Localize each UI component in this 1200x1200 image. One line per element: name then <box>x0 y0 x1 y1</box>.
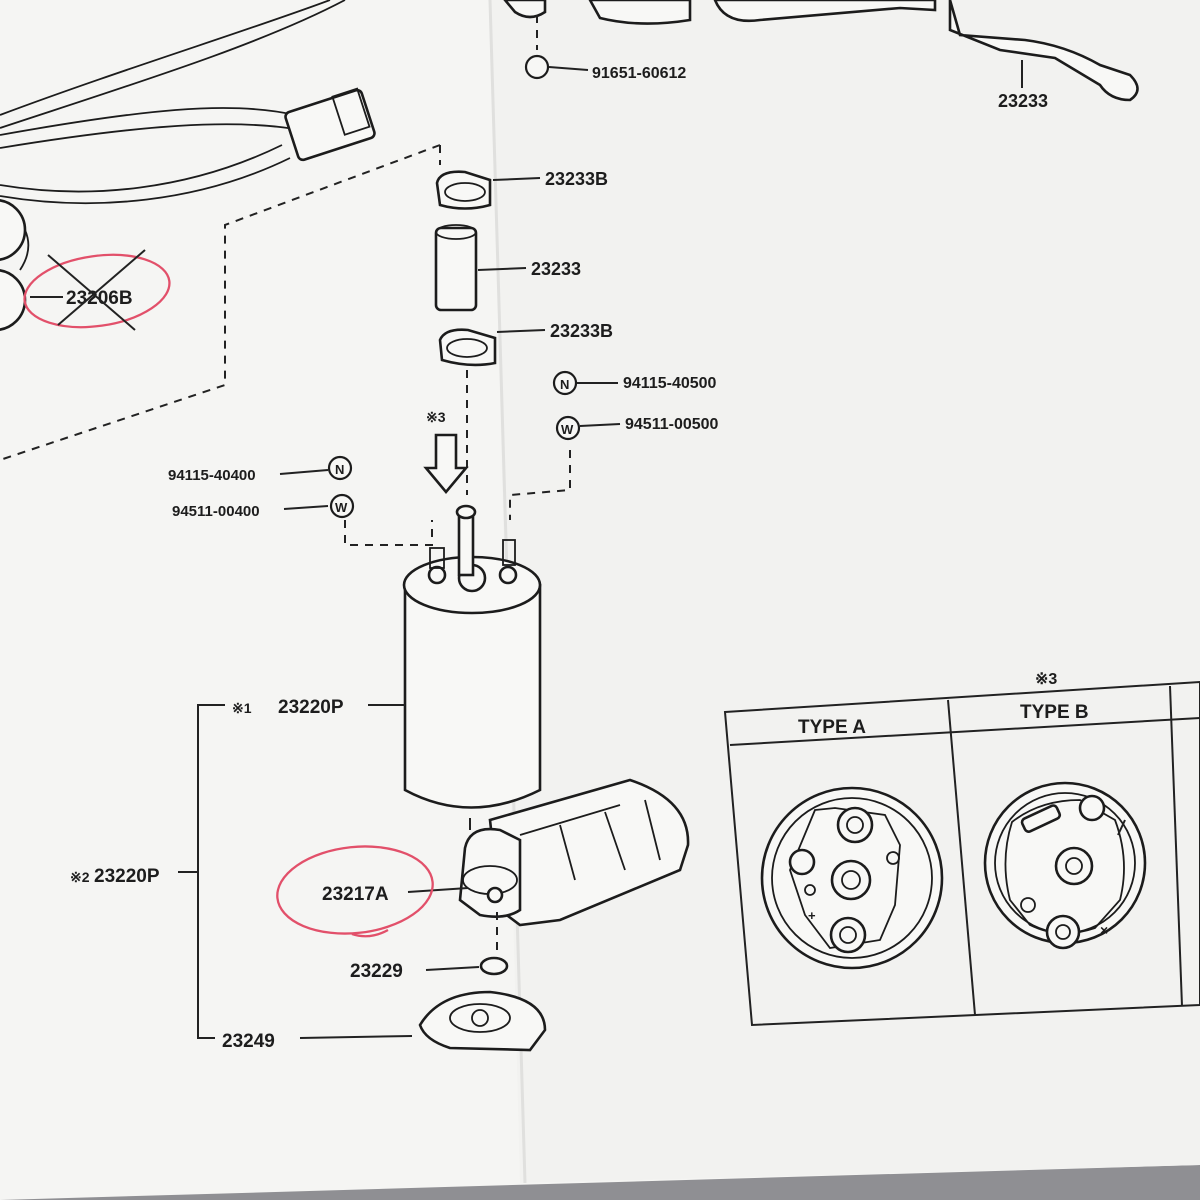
note1-mark: ※1 <box>232 700 252 716</box>
svg-text:+: + <box>808 908 816 923</box>
top-part-label: 91651-60612 <box>592 65 686 82</box>
type-b-header: TYPE B <box>1020 702 1089 723</box>
left-hardware: 94115-40400 N 94511-00400 W <box>168 455 433 546</box>
clamp-upper-label: 23233B <box>545 169 608 189</box>
bracket-part-label: 23249 <box>222 1031 275 1052</box>
top-fitting: 91651-60612 <box>503 0 686 82</box>
top-right-hose: 23233 <box>588 0 1139 111</box>
nut-icon <box>327 455 353 481</box>
washer-icon <box>329 493 355 519</box>
svg-text:W: W <box>561 422 574 437</box>
nut-right-label: 94115-40500 <box>623 375 717 392</box>
washer-right-label: 94511-00500 <box>625 416 719 433</box>
nut-left-label: 94115-40400 <box>168 467 256 484</box>
pump-part-label: 23220P <box>278 697 344 718</box>
note2-mark: ※2 <box>70 869 90 885</box>
washer-icon <box>555 415 581 441</box>
pump-kit-part-label: 23220P <box>94 866 160 887</box>
dashed-leader <box>0 144 441 461</box>
type-a-header: TYPE A <box>798 717 866 738</box>
install-arrow-group: ※3 <box>423 409 469 495</box>
nut-icon <box>552 370 578 396</box>
bracket-part: 23249 <box>222 990 547 1052</box>
type-b-illustration: × <box>983 781 1147 950</box>
red-circle-mark <box>276 845 434 935</box>
arrow-note-label: ※3 <box>426 409 446 425</box>
legend-header-mark: ※3 <box>1035 671 1057 688</box>
svg-text:×: × <box>1100 922 1108 938</box>
hose-label: 23233 <box>531 259 581 279</box>
filter-assembly <box>458 778 690 927</box>
group-brackets: ※1 23220P ※2 23220P <box>70 697 405 1039</box>
fuel-pump <box>402 504 542 809</box>
clamp-upper: 23233B <box>435 169 608 210</box>
filter-label-group: 23217A <box>276 845 469 938</box>
bolt-icon <box>524 54 550 80</box>
cross-out-line <box>47 254 136 331</box>
ring-part: 23229 <box>350 956 509 982</box>
clamp-lower: 23233B <box>438 321 613 367</box>
svg-text:N: N <box>335 462 344 477</box>
top-right-part-label: 23233 <box>998 91 1048 111</box>
wire-harness <box>0 0 376 331</box>
washer-left-label: 94511-00400 <box>172 503 260 520</box>
red-circle-mark <box>23 253 171 329</box>
cross-out-line <box>57 249 146 326</box>
type-a-illustration: + <box>760 786 944 970</box>
down-arrow-icon <box>423 433 469 495</box>
right-hardware: N 94115-40500 W 94511-00500 <box>509 370 719 520</box>
ring-part-label: 23229 <box>350 961 403 982</box>
filter-part-label: 23217A <box>322 884 389 905</box>
clamp-lower-label: 23233B <box>550 321 613 341</box>
hose: 23233 <box>434 224 581 312</box>
svg-text:N: N <box>560 377 569 392</box>
crossed-part-group: 23206B <box>23 249 171 331</box>
svg-text:W: W <box>335 500 348 515</box>
type-legend-table: ※3 TYPE A TYPE B + <box>723 671 1200 1027</box>
